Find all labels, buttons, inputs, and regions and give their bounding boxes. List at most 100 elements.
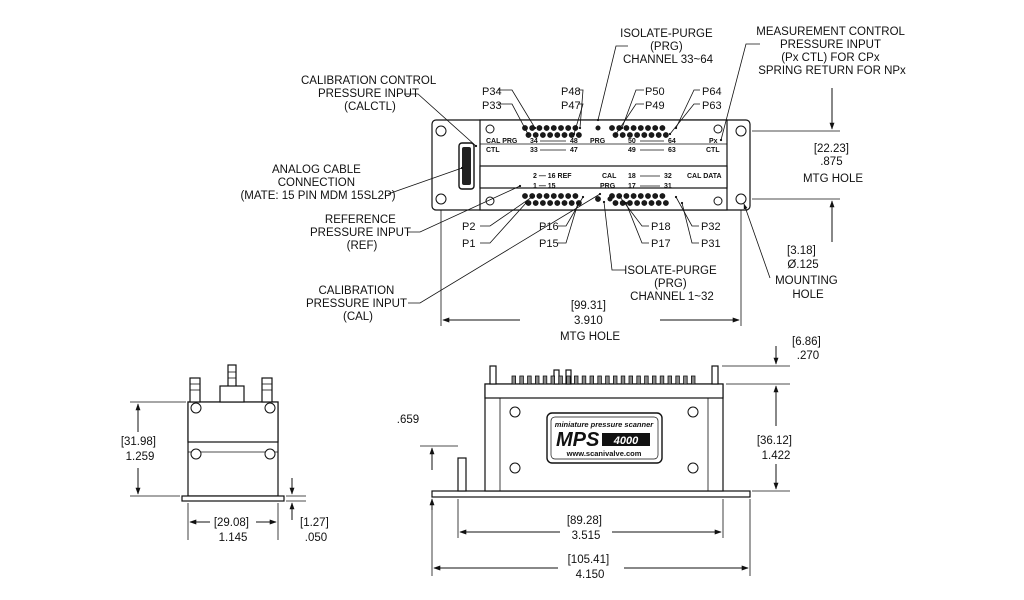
pressure-tube-icon — [554, 132, 561, 138]
screw-icon — [190, 402, 202, 414]
front-tube-icon — [589, 375, 594, 385]
plate-label: CTL — [706, 147, 720, 154]
pin-label-p50: P50 — [645, 86, 665, 98]
pin-label-p16: P16 — [539, 221, 559, 233]
front-tube-icon — [644, 375, 649, 385]
pressure-tube-icon — [645, 125, 651, 131]
dim-front-height: [36.12] 1.422 — [757, 435, 795, 462]
fitting-base-icon — [219, 385, 245, 403]
front-tube-icon — [566, 375, 571, 385]
front-view: miniature pressure scanner MPS 4000 www.… — [397, 336, 821, 581]
screw-icon — [190, 448, 202, 460]
plate-label: PRG — [590, 138, 606, 145]
fitting-icon — [227, 364, 237, 388]
callout-reference: REFERENCE PRESSURE INPUT (REF) — [310, 214, 414, 252]
pressure-tube-icon — [550, 193, 557, 199]
plate-label: CTL — [486, 147, 500, 154]
front-tube-icon — [558, 375, 563, 385]
side-view: [31.98] 1.259 [29.08] 1.145 [1.27] .050 — [121, 364, 332, 544]
pressure-tube-icon — [540, 200, 546, 206]
pressure-tube-icon — [558, 193, 564, 199]
logo-suffix-box — [602, 433, 650, 446]
pressure-tube-icon — [561, 132, 568, 138]
callout-mounting-hole: MOUNTING HOLE — [775, 275, 841, 301]
plate-label: 34 — [530, 138, 538, 145]
pin-label-p1: P1 — [462, 238, 475, 250]
pressure-tube-icon — [623, 193, 630, 199]
product-logo-suffix: 4000 — [613, 435, 639, 447]
pressure-tube-icon — [637, 125, 644, 131]
screw-icon — [713, 196, 723, 206]
front-tube-icon — [527, 375, 532, 385]
screw-icon — [264, 402, 276, 414]
pressure-tube-icon — [532, 200, 539, 206]
pin-label-p33: P33 — [482, 100, 502, 112]
pressure-tube-icon — [536, 125, 543, 131]
front-tube-icon — [628, 375, 633, 385]
pressure-tube-icon — [612, 132, 619, 138]
pressure-tube-icon — [565, 125, 572, 131]
top-middle-band — [479, 165, 728, 189]
mounting-hole-icon — [735, 125, 747, 137]
dim-side-base: [1.27] .050 — [300, 517, 332, 544]
pin-label-p47: P47 — [561, 100, 581, 112]
pressure-tube-icon — [648, 132, 655, 138]
front-tube-icon — [620, 375, 626, 385]
front-tube-icon — [652, 375, 657, 385]
pin-label-p63: P63 — [702, 100, 722, 112]
dim-side-height: [31.98] 1.259 — [121, 436, 159, 463]
callout-analog-cable: ANALOG CABLE CONNECTION (MATE: 15 PIN MD… — [240, 164, 395, 202]
pressure-tube-icon — [663, 132, 669, 138]
screw-icon — [687, 462, 699, 474]
pressure-tube-icon — [565, 193, 572, 199]
pressure-tube-icon — [645, 193, 651, 199]
pressure-tube-icon — [561, 200, 568, 206]
pin-label-p31: P31 — [701, 238, 721, 250]
front-tube-icon — [511, 375, 516, 385]
screw-icon — [485, 124, 495, 134]
mounting-hole-icon — [435, 125, 447, 137]
pressure-tube-icon — [634, 200, 640, 206]
screw-icon — [687, 406, 699, 418]
front-tube-icon — [659, 375, 665, 385]
pressure-tube-icon — [543, 125, 550, 131]
front-tube-icon — [675, 375, 680, 385]
front-tube-icon — [542, 375, 548, 385]
mounting-hole-icon — [435, 193, 447, 205]
front-tube-icon — [519, 375, 524, 385]
pin-label-p15: P15 — [539, 238, 559, 250]
product-label-line: miniature pressure scanner — [555, 420, 654, 429]
side-base-plate — [181, 495, 285, 502]
front-tube-icon — [605, 375, 610, 385]
front-tube-icon — [691, 375, 696, 385]
pressure-tube-icon — [659, 193, 666, 199]
pressure-tube-icon — [568, 200, 575, 206]
plate-label: 64 — [668, 138, 676, 145]
pressure-tube-icon — [607, 196, 613, 202]
pin-label-p32: P32 — [701, 221, 721, 233]
fitting-icon — [489, 365, 497, 385]
plate-label: 2 — 16 REF — [533, 173, 572, 180]
plate-label: 1 — 15 — [533, 183, 556, 190]
pressure-tube-icon — [627, 200, 633, 206]
callout-isolate-purge-top: ISOLATE-PURGE (PRG) CHANNEL 33~64 — [620, 28, 716, 66]
plate-label: CAL PRG — [486, 138, 518, 145]
callout-calibration: CALIBRATION PRESSURE INPUT (CAL) — [306, 285, 410, 323]
pin-label-p2: P2 — [462, 221, 475, 233]
front-tube-row — [511, 375, 696, 385]
pressure-tube-icon — [547, 132, 553, 138]
pressure-tube-icon — [641, 132, 648, 138]
front-tube-icon — [574, 375, 579, 385]
front-tube-icon — [535, 375, 540, 385]
pin-label-p49: P49 — [645, 100, 665, 112]
pressure-tube-icon — [547, 200, 553, 206]
pressure-tube-icon — [627, 132, 633, 138]
callout-calibration-control: CALIBRATION CONTROL PRESSURE INPUT (CALC… — [301, 75, 439, 113]
pressure-tube-icon — [637, 193, 644, 199]
pressure-tube-icon — [648, 200, 655, 206]
front-tube-icon — [667, 375, 672, 385]
front-tube-icon — [550, 375, 555, 385]
pressure-tube-icon — [619, 132, 626, 138]
pressure-tube-icon — [655, 132, 662, 138]
